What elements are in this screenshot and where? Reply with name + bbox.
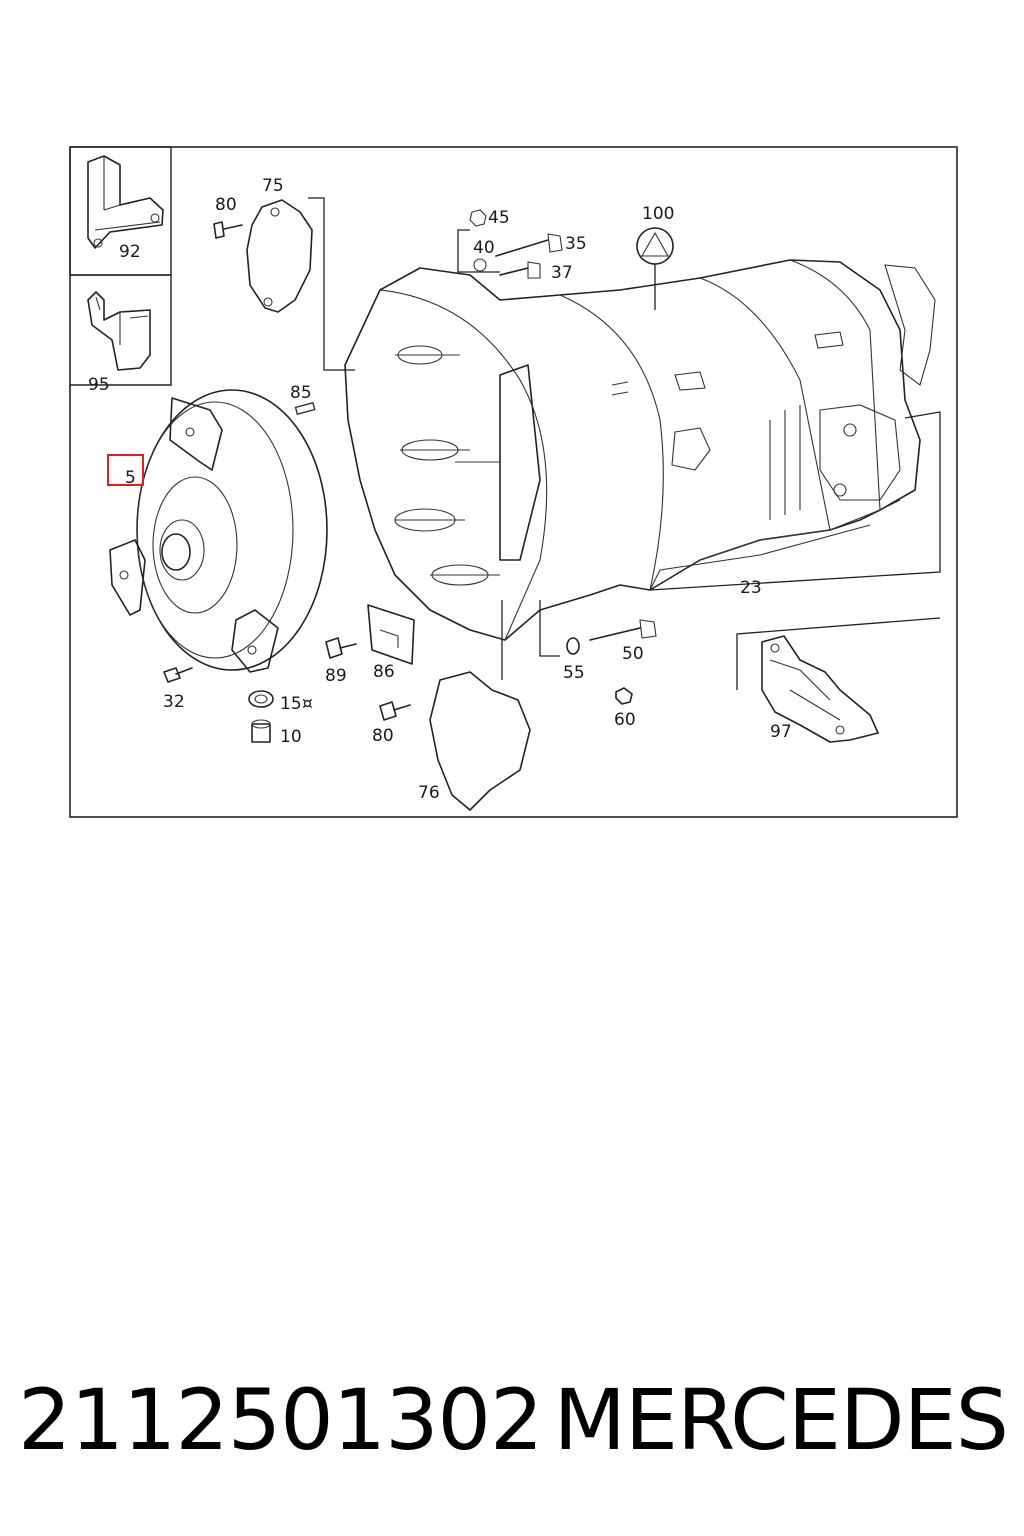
nut-60-drawing [615,687,633,705]
callout-5-highlight [107,454,144,486]
plate-86-drawing [367,604,415,665]
torque-converter-5-drawing [109,389,328,673]
bolt-80-top-drawing [213,221,243,239]
washer-15-drawing [248,690,274,708]
plug-10-drawing [251,719,271,743]
bracket-92-drawing [87,155,164,249]
diagram-frame [69,146,958,818]
callout-50: 50 [622,644,644,664]
fasteners-35-45-drawing [457,209,563,279]
bolt-89-drawing [325,637,357,659]
callout-40: 40 [473,238,495,258]
callout-75: 75 [262,176,284,196]
brand-name: MERCEDES [553,1371,1009,1469]
callout-100: 100 [642,204,674,224]
transmission-housing-drawing [344,259,936,641]
cover-75-drawing [246,197,355,371]
callout-55: 55 [563,663,585,683]
bolt-50-drawing [589,619,657,641]
callout-45: 45 [488,208,510,228]
callout-60: 60 [614,710,636,730]
callout-89: 89 [325,666,347,686]
bracket-95-drawing [87,291,151,371]
callout-5: 5 [125,468,136,488]
callout-35: 35 [565,234,587,254]
bracket-23-leader [649,411,941,591]
callout-80-bottom: 80 [372,726,394,746]
callout-32: 32 [163,692,185,712]
callout-95: 95 [88,375,110,395]
bolt-32-drawing [163,667,193,683]
bolt-80-bottom-drawing [379,701,411,721]
part-number: 2112501302 [18,1371,543,1469]
cover-76-drawing [429,600,531,811]
inset-box-95 [70,274,172,386]
callout-10: 10 [280,727,302,747]
callout-92: 92 [119,242,141,262]
callout-80-top: 80 [215,195,237,215]
callout-97: 97 [770,722,792,742]
mount-97-drawing [736,617,941,743]
callout-37: 37 [551,263,573,283]
callout-85: 85 [290,383,312,403]
product-caption: 2112501302 MERCEDES [18,1370,1009,1470]
parts-diagram: 92 95 80 75 85 5 45 40 35 37 100 23 32 1… [69,146,958,818]
tag-100-drawing [636,227,674,310]
callout-23: 23 [740,578,762,598]
callout-15-mark: ¤ [302,694,313,714]
callout-15: 15 [280,694,302,714]
callout-86: 86 [373,662,395,682]
washer-55-drawing [539,600,580,657]
pin-85-drawing [294,401,316,415]
callout-76: 76 [418,783,440,803]
